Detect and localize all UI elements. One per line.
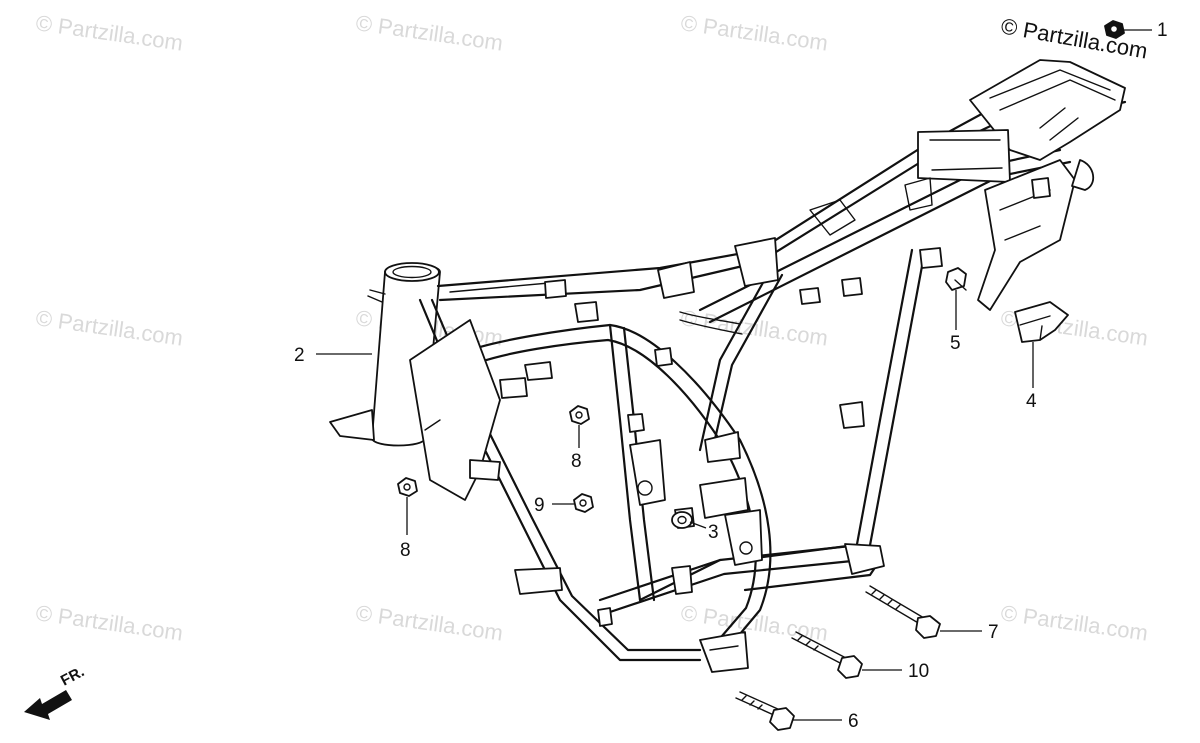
callout-3: 3: [708, 522, 719, 543]
callout-8: 8: [571, 451, 582, 472]
callout-2: 2: [294, 345, 305, 366]
leader-lines: [316, 29, 1152, 721]
frame-body-icon: [329, 59, 1127, 673]
watermark: © Partzilla.com: [34, 10, 184, 55]
collar-icon: [671, 511, 693, 529]
nut-icon: [397, 477, 418, 497]
front-direction-arrow-icon: FR.: [24, 663, 87, 720]
bolt-icon: [945, 267, 967, 291]
front-direction-label: FR.: [58, 663, 87, 689]
bracket-icon: [1014, 301, 1069, 343]
brand-label: © Partzilla.com: [999, 13, 1149, 63]
callout-labels: 1 2 3 4 5 6 7 8 8 9 10: [294, 20, 1168, 732]
nut-icon: [569, 405, 590, 425]
callout-8: 8: [400, 540, 411, 561]
callout-1: 1: [1157, 20, 1168, 41]
callout-6: 6: [848, 711, 859, 732]
watermark: © Partzilla.com: [34, 600, 184, 645]
watermark: © Partzilla.com: [34, 305, 184, 350]
watermark: © Partzilla.com: [999, 600, 1149, 645]
callout-5: 5: [950, 333, 961, 354]
nut-icon: [573, 493, 594, 513]
watermark: © Partzilla.com: [354, 600, 504, 645]
watermark: © Partzilla.com: [679, 10, 829, 55]
callout-4: 4: [1026, 391, 1037, 412]
watermark: © Partzilla.com: [679, 305, 829, 350]
callout-10: 10: [908, 661, 929, 682]
watermark: © Partzilla.com: [354, 10, 504, 55]
long-bolt-icon: [791, 631, 863, 679]
long-bolt-icon: [865, 585, 941, 639]
long-bolt-icon: [735, 691, 795, 731]
callout-9: 9: [534, 495, 545, 516]
callout-7: 7: [988, 622, 999, 643]
nut-icon: [1104, 20, 1125, 39]
